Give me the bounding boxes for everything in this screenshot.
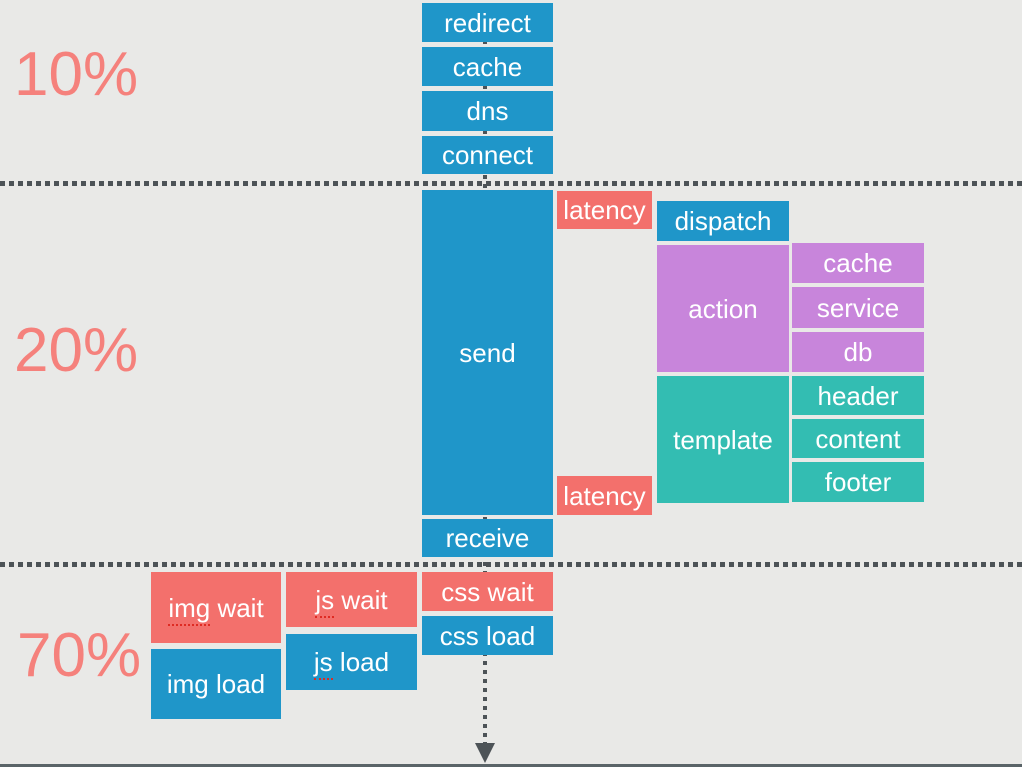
js-wait-rest: wait: [334, 584, 388, 615]
section-divider-line-top: [0, 181, 1022, 186]
stage-latency-bottom: latency: [557, 476, 652, 515]
stage-connect: connect: [422, 136, 553, 174]
stage-action-cache: cache: [792, 243, 924, 283]
stage-db: db: [792, 332, 924, 372]
js-wait-flagged-word: js: [315, 584, 335, 618]
stage-redirect: redirect: [422, 3, 553, 42]
stage-content: content: [792, 419, 924, 458]
stage-latency-top: latency: [557, 191, 652, 229]
stage-action: action: [657, 245, 789, 372]
section-divider-line-bottom: [0, 562, 1022, 567]
stage-dns: dns: [422, 91, 553, 131]
bottom-rule: [0, 764, 1022, 767]
percent-label-frontend: 70%: [17, 621, 142, 690]
stage-css-load: css load: [422, 616, 553, 655]
percent-label-backend: 10%: [14, 40, 139, 109]
stage-js-wait: js wait: [286, 572, 417, 627]
stage-receive: receive: [422, 519, 553, 557]
stage-js-load: js load: [286, 634, 417, 690]
js-load-rest: load: [332, 647, 390, 677]
timeline-arrowhead-icon: [475, 743, 495, 763]
stage-footer: footer: [792, 462, 924, 502]
stage-service: service: [792, 287, 924, 328]
stage-img-wait: img wait: [151, 572, 281, 643]
stage-dispatch: dispatch: [657, 201, 789, 241]
img-wait-flagged-word: img: [168, 592, 211, 626]
stage-img-load: img load: [151, 649, 281, 719]
stage-send: send: [422, 190, 553, 515]
stage-header: header: [792, 376, 924, 415]
js-load-flagged-word: js: [313, 647, 333, 680]
stage-template: template: [657, 376, 789, 503]
stage-cache: cache: [422, 47, 553, 86]
img-wait-rest: wait: [210, 592, 264, 623]
stage-css-wait: css wait: [422, 572, 553, 611]
percent-label-server: 20%: [14, 316, 139, 385]
